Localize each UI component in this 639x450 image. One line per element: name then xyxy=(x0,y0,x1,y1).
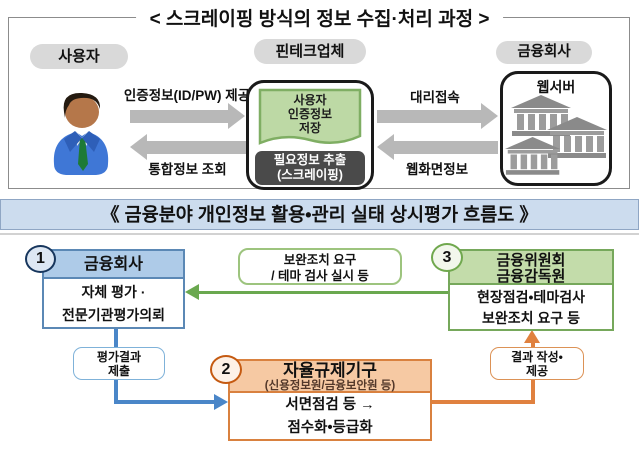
node1-header: 금융회사 xyxy=(42,249,185,279)
node-self-regulatory-body: 자율규제기구 (신용정보원/금융보안원 등) 서면점검 등 → 점수화•등급화 xyxy=(228,359,432,441)
step-badge-1: 1 xyxy=(25,245,56,273)
node2-header: 자율규제기구 (신용정보원/금융보안원 등) xyxy=(228,359,432,393)
green-label-line-1: 보완조치 요구 xyxy=(283,253,357,267)
arrowhead-right-blue-icon xyxy=(214,394,228,410)
arrowhead-right-icon xyxy=(228,103,245,129)
node-financial-company: 금융회사 자체 평가 · 전문기관평가의뢰 xyxy=(42,249,185,329)
auth-info-document-icon xyxy=(258,88,362,145)
bank-buildings-icon xyxy=(505,95,607,175)
node-fsc-fss: 금융위원회 금융감독원 현장점검•테마검사 보완조치 요구 등 xyxy=(448,249,614,331)
arrowhead-right-icon xyxy=(481,103,498,129)
arrow-label-proxy-access: 대리접속 xyxy=(410,90,460,105)
edge-label-evaluation-result-submit: 평가결과 제출 xyxy=(73,347,165,380)
green-label-line-2: / 테마 검사 실시 등 xyxy=(271,269,369,283)
orange-label-line-1: 결과 작성• xyxy=(511,350,563,364)
node2-title: 자율규제기구 xyxy=(283,361,377,380)
user-person-icon xyxy=(53,92,109,175)
arrow-user-to-fintech xyxy=(130,110,228,123)
node3-title-line-2: 금융감독원 xyxy=(496,268,566,285)
doc-line-2: 인증정보 xyxy=(287,107,333,121)
arrowhead-left-green-icon xyxy=(185,284,199,300)
node2-subtitle: (신용정보원/금융보안원 등) xyxy=(264,380,396,392)
auth-info-storage-text: 사용자 인증정보 저장 xyxy=(257,93,363,135)
node3-header: 금융위원회 금융감독원 xyxy=(448,249,614,285)
flow-arrow-green-line xyxy=(199,291,448,294)
edge-label-supplementary-measures: 보완조치 요구 / 테마 검사 실시 등 xyxy=(238,248,402,285)
arrowhead-left-icon xyxy=(130,134,147,160)
node3-body: 현장점검•테마검사 보완조치 요구 등 xyxy=(448,285,614,331)
doc-line-1: 사용자 xyxy=(293,93,327,107)
node2-body: 서면점검 등 → 점수화•등급화 xyxy=(228,393,432,441)
step-badge-3: 3 xyxy=(431,243,463,272)
dark-box-line-2: (스크레이핑) xyxy=(277,168,343,182)
actor-label-financial-company: 금융회사 xyxy=(496,41,592,64)
node2-body-line-1: 서면점검 등 → xyxy=(285,397,375,413)
web-server-label: 웹서버 xyxy=(536,79,576,95)
flow-diagram-banner: 《 금융분야 개인정보 활용•관리 실태 상시평가 흐름도 》 xyxy=(0,199,639,230)
blue-label-line-1: 평가결과 xyxy=(96,350,142,364)
banner-divider xyxy=(0,233,639,235)
arrow-label-auth-info: 인증정보(ID/PW) 제공 xyxy=(123,88,251,103)
node1-body: 자체 평가 · 전문기관평가의뢰 xyxy=(42,279,185,329)
node1-body-line-1: 자체 평가 · xyxy=(81,284,146,300)
arrow-fintech-to-user xyxy=(147,141,246,154)
node3-body-line-2: 보완조치 요구 등 xyxy=(482,310,580,326)
blue-label-line-2: 제출 xyxy=(107,364,131,378)
arrow-label-integrated-query: 통합정보 조회 xyxy=(148,162,227,177)
node3-body-line-1: 현장점검•테마검사 xyxy=(477,289,585,305)
arrowhead-up-orange-icon xyxy=(524,330,540,343)
node1-body-line-2: 전문기관평가의뢰 xyxy=(61,307,166,323)
arrow-label-web-screen-info: 웹화면정보 xyxy=(405,162,469,177)
arrowhead-left-icon xyxy=(377,134,394,160)
edge-label-result-creation: 결과 작성• 제공 xyxy=(490,347,584,380)
step-badge-2: 2 xyxy=(210,355,242,384)
arrow-fintech-to-financial xyxy=(377,110,481,123)
scraping-diagram-title: < 스크레이핑 방식의 정보 수집·처리 과정 > xyxy=(135,4,504,31)
dark-box-line-1: 필요정보 추출 xyxy=(273,153,347,167)
actor-label-user: 사용자 xyxy=(30,44,128,69)
node3-title-line-1: 금융위원회 xyxy=(496,252,566,269)
arrow-financial-to-fintech xyxy=(394,141,498,154)
doc-line-3: 저장 xyxy=(298,121,322,135)
flow-arrow-blue-horizontal xyxy=(114,400,216,404)
scraping-extract-box: 필요정보 추출 (스크레이핑) xyxy=(255,151,365,185)
actor-label-fintech: 핀테크업체 xyxy=(254,39,366,64)
orange-label-line-2: 제공 xyxy=(525,364,549,378)
flow-arrow-orange-horizontal xyxy=(432,400,534,404)
node2-body-line-2: 점수화•등급화 xyxy=(287,420,373,436)
